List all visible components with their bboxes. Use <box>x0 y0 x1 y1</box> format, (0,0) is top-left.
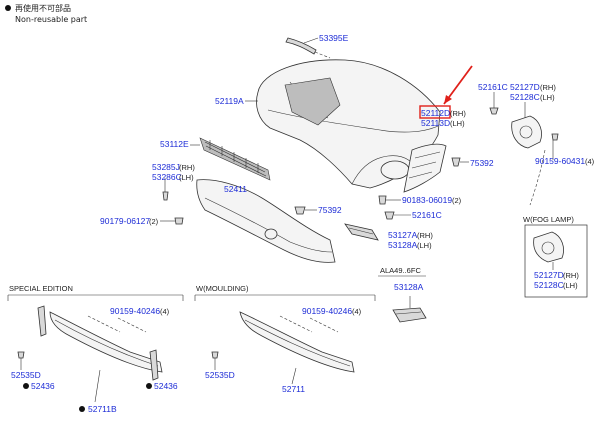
label-52127D-top-side: (RH) <box>540 83 556 92</box>
fog-bezel-52127D-inset[interactable] <box>533 231 564 263</box>
label-90183-06019-qty: (2) <box>452 196 462 205</box>
label-52113D-side: (LH) <box>450 119 465 128</box>
label-52127D-fog[interactable]: 52127D <box>534 270 564 280</box>
label-52535D-b[interactable]: 52535D <box>205 370 235 380</box>
legend-sub-text: Non-reusable part <box>15 15 87 24</box>
bullet-52711B-icon <box>79 406 85 412</box>
non-reusable-bullet-icon <box>5 5 11 11</box>
clip-75392-right[interactable] <box>451 157 461 167</box>
clip-52161C-mid[interactable] <box>384 211 395 220</box>
molding-53395E[interactable] <box>285 37 317 55</box>
special-edition-title: SPECIAL EDITION <box>9 284 73 293</box>
label-53128A[interactable]: 53128A <box>388 240 418 250</box>
label-53285J-side: (RH) <box>179 163 195 172</box>
clip-52535D-b[interactable] <box>211 351 219 359</box>
trim-52436-b[interactable] <box>149 349 159 381</box>
label-90159-40246-a[interactable]: 90159-40246 <box>110 306 160 316</box>
label-52411[interactable]: 52411 <box>224 184 247 194</box>
trim-52436-a[interactable] <box>37 305 47 337</box>
label-52119A[interactable]: 52119A <box>215 96 244 106</box>
label-53395E[interactable]: 53395E <box>319 33 349 43</box>
fog-lamp-title: W(FOG LAMP) <box>523 215 574 224</box>
label-53285J[interactable]: 53285J <box>152 162 180 172</box>
label-53127A-side: (RH) <box>417 231 433 240</box>
label-52127D-top[interactable]: 52127D <box>510 82 540 92</box>
grille-53112E[interactable] <box>199 137 271 181</box>
label-53127A[interactable]: 53127A <box>388 230 418 240</box>
trim-53128A[interactable] <box>392 307 427 323</box>
label-90159-60431[interactable]: 90159-60431 <box>535 156 585 166</box>
label-53128A-side: (LH) <box>417 241 432 250</box>
label-90159-40246-b-qty: (4) <box>352 307 362 316</box>
label-90159-60431-qty: (4) <box>585 157 595 166</box>
label-52128C-top[interactable]: 52128C <box>510 92 540 102</box>
clip-90183-06019[interactable] <box>378 195 387 205</box>
label-52436-b[interactable]: 52436 <box>154 381 178 391</box>
label-90183-06019[interactable]: 90183-06019 <box>402 195 452 205</box>
label-90179-06127[interactable]: 90179-06127 <box>100 216 150 226</box>
clip-52161C-top[interactable] <box>489 107 499 115</box>
highlight-box <box>419 105 451 119</box>
label-52161C-top[interactable]: 52161C <box>478 82 508 92</box>
screw-90179-06127[interactable] <box>174 217 184 225</box>
label-52127D-fog-side: (RH) <box>563 271 579 280</box>
label-75392-mid[interactable]: 75392 <box>318 205 342 215</box>
label-90159-40246-b[interactable]: 90159-40246 <box>302 306 352 316</box>
label-53286C[interactable]: 53286C <box>152 172 182 182</box>
label-52436-a[interactable]: 52436 <box>31 381 55 391</box>
label-52128C-fog-side: (LH) <box>563 281 578 290</box>
label-90159-40246-a-qty: (4) <box>160 307 170 316</box>
legend-bullet-text: 再使用不可部品 <box>15 3 71 13</box>
ala-text: ALA49..6FC <box>380 266 421 275</box>
label-52112D[interactable]: 52112D <box>421 108 450 118</box>
label-53128A-b[interactable]: 53128A <box>394 282 424 292</box>
bullet-52436-b-icon <box>146 383 152 389</box>
label-90179-06127-qty: (2) <box>149 217 159 226</box>
moulding-title: W(MOULDING) <box>196 284 249 293</box>
label-52161C-mid[interactable]: 52161C <box>412 210 442 220</box>
clip-75392-mid[interactable] <box>294 206 306 215</box>
bullet-52436-a-icon <box>23 383 29 389</box>
trim-53127A[interactable] <box>344 223 379 241</box>
clip-53285J[interactable] <box>162 191 169 201</box>
label-53112E[interactable]: 53112E <box>160 139 189 149</box>
label-52113D[interactable]: 52113D <box>421 118 450 128</box>
label-52535D-a[interactable]: 52535D <box>11 370 41 380</box>
label-52711B[interactable]: 52711B <box>88 404 117 414</box>
lower-bumper-52411[interactable] <box>196 179 336 263</box>
label-52128C-fog[interactable]: 52128C <box>534 280 564 290</box>
label-52711[interactable]: 52711 <box>282 384 305 394</box>
spoiler-52711B[interactable] <box>49 311 163 373</box>
side-bracket-52112D[interactable] <box>403 143 447 193</box>
screw-90159-60431[interactable] <box>551 133 559 141</box>
label-75392-right[interactable]: 75392 <box>470 158 494 168</box>
fog-bezel-52127D[interactable] <box>511 115 542 149</box>
label-52112D-side: (RH) <box>450 109 466 118</box>
label-52128C-top-side: (LH) <box>540 93 555 102</box>
label-53286C-side: (LH) <box>179 173 194 182</box>
bumper-cover-52119A[interactable] <box>256 59 441 189</box>
fog-lamp-box <box>524 224 588 298</box>
spoiler-52711[interactable] <box>239 311 355 373</box>
clip-52535D-a[interactable] <box>17 351 25 359</box>
